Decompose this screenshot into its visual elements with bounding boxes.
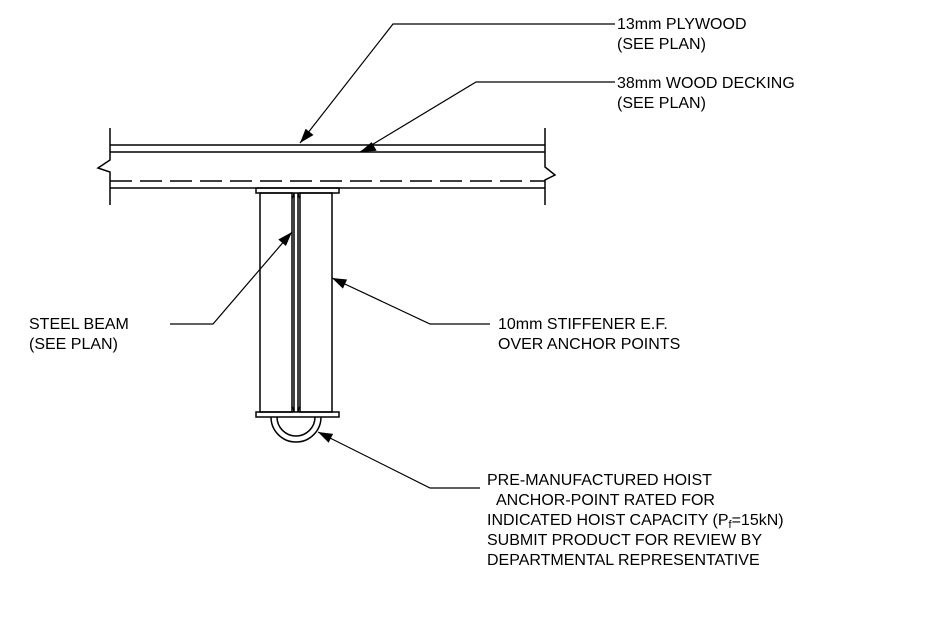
web-fillet-top-left	[291, 192, 295, 199]
right-break-line	[544, 128, 557, 205]
stiffener-arrowhead	[332, 278, 348, 289]
decking-callout-line1: 38mm WOOD DECKING	[617, 75, 795, 92]
steel-beam-leader	[170, 231, 293, 325]
hoist-anchor-callout-line4: SUBMIT PRODUCT FOR REVIEW BY	[487, 532, 762, 549]
stiffener-callout-line2: OVER ANCHOR POINTS	[498, 336, 681, 353]
leader-arrowheads	[278, 128, 377, 443]
anchor-loop-inner	[276, 416, 316, 437]
stiffener-leader	[331, 277, 490, 325]
hoist-anchor-callout-line3: INDICATED HOIST CAPACITY (Pf=15kN)	[487, 511, 784, 531]
web-fillet-bottom-left	[291, 406, 295, 413]
plywood-leader	[299, 23, 615, 144]
plywood-arrowhead	[300, 128, 314, 143]
hoist-anchor-callout-line1: PRE-MANUFACTURED HOIST	[487, 472, 712, 489]
hoist-anchor-leader	[317, 431, 480, 489]
leader-lines	[170, 23, 615, 489]
hoist-anchor-point	[270, 416, 322, 443]
left-break-line	[96, 128, 111, 205]
stiffener-left	[259, 192, 293, 413]
web-fillet-bottom-right	[297, 406, 301, 413]
stiffener-right	[299, 192, 333, 413]
hoist-capacity-subscript: f	[728, 519, 732, 531]
plywood-callout-line1: 13mm PLYWOOD	[617, 16, 747, 33]
steel-beam	[255, 187, 340, 418]
decking-leader	[359, 81, 615, 153]
web-fillet-top-right	[297, 192, 301, 199]
stiffener-callout-line1: 10mm STIFFENER E.F.	[498, 316, 668, 333]
plywood-callout: 13mm PLYWOOD (SEE PLAN)	[617, 15, 747, 55]
steel-beam-arrowhead	[278, 232, 292, 246]
decking-callout: 38mm WOOD DECKING (SEE PLAN)	[617, 74, 795, 114]
hoist-anchor-callout-line5: DEPARTMENTAL REPRESENTATIVE	[487, 552, 760, 569]
hoist-capacity-suffix: =15kN)	[731, 512, 784, 529]
anchor-loop-outer	[270, 416, 322, 443]
hoist-anchor-arrowhead	[318, 432, 334, 443]
hoist-capacity-prefix: INDICATED HOIST CAPACITY (P	[487, 512, 729, 529]
steel-beam-callout: STEEL BEAM (SEE PLAN)	[29, 315, 129, 355]
steel-beam-callout-line1: STEEL BEAM	[29, 316, 129, 333]
plywood-callout-line2: (SEE PLAN)	[617, 36, 706, 53]
decking-callout-line2: (SEE PLAN)	[617, 95, 706, 112]
decking-arrowhead	[360, 142, 377, 152]
hoist-anchor-callout: PRE-MANUFACTURED HOIST ANCHOR-POINT RATE…	[487, 471, 784, 571]
steel-beam-callout-line2: (SEE PLAN)	[29, 336, 118, 353]
stiffener-callout: 10mm STIFFENER E.F. OVER ANCHOR POINTS	[498, 315, 680, 355]
hoist-anchor-callout-line2: ANCHOR-POINT RATED FOR	[496, 492, 715, 509]
